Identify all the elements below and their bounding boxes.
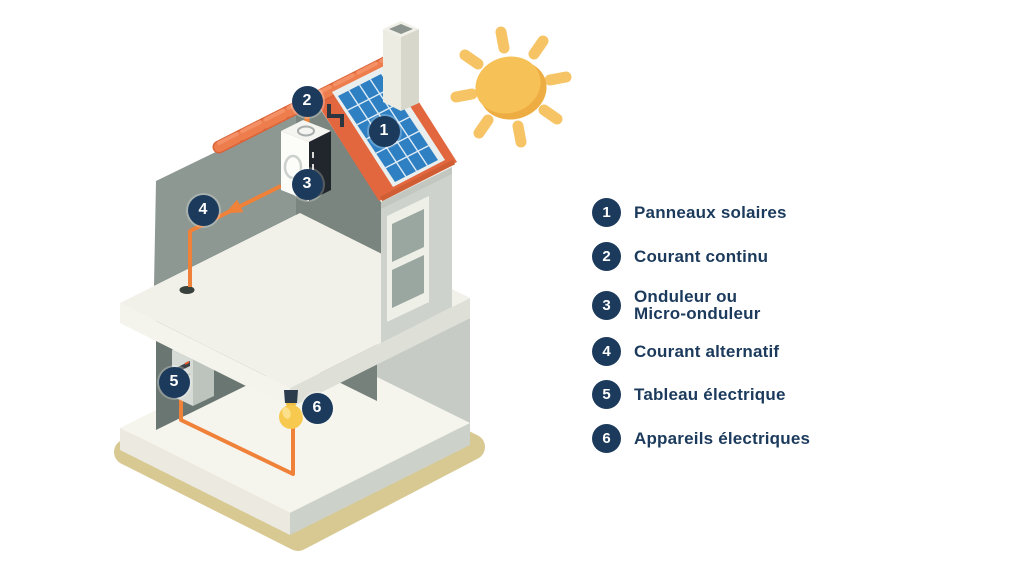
- lower-exterior-wall: [377, 318, 470, 423]
- floor-hole: [179, 286, 195, 294]
- legend-label: Tableau électrique: [634, 385, 786, 404]
- legend-label: Panneaux solaires: [634, 203, 787, 222]
- legend-badge: 6: [592, 424, 621, 453]
- chimney: [383, 21, 419, 111]
- sun-icon: [450, 26, 572, 148]
- marker-appareils-electriques: 6: [301, 392, 333, 424]
- marker-courant-alternatif: 4: [187, 194, 219, 226]
- wire-dc: [327, 104, 344, 127]
- wire-ac: [188, 184, 282, 287]
- legend-label: Onduleur ou Micro-onduleur: [634, 287, 761, 323]
- legend-item-courant-continu: 2 Courant continu: [592, 242, 768, 271]
- window: [387, 196, 429, 322]
- legend-label: Appareils électriques: [634, 429, 811, 448]
- marker-tableau-electrique: 5: [158, 366, 190, 398]
- legend-item-tableau-electrique: 5 Tableau électrique: [592, 380, 786, 409]
- legend-item-panneaux-solaires: 1 Panneaux solaires: [592, 198, 787, 227]
- legend-badge: 1: [592, 198, 621, 227]
- legend-item-appareils-electriques: 6 Appareils électriques: [592, 424, 810, 453]
- marker-courant-continu: 2: [291, 85, 323, 117]
- legend-item-onduleur: 3 Onduleur ou Micro-onduleur: [592, 287, 761, 323]
- legend-badge: 4: [592, 337, 621, 366]
- marker-panneaux-solaires: 1: [368, 115, 400, 147]
- legend-badge: 5: [592, 380, 621, 409]
- light-bulb-icon: [279, 390, 303, 429]
- legend-label: Courant alternatif: [634, 342, 780, 361]
- legend-label: Courant continu: [634, 247, 769, 266]
- legend-badge: 3: [592, 290, 621, 320]
- legend-item-courant-alternatif: 4 Courant alternatif: [592, 337, 779, 366]
- marker-onduleur: 3: [291, 168, 323, 200]
- legend-badge: 2: [592, 242, 621, 271]
